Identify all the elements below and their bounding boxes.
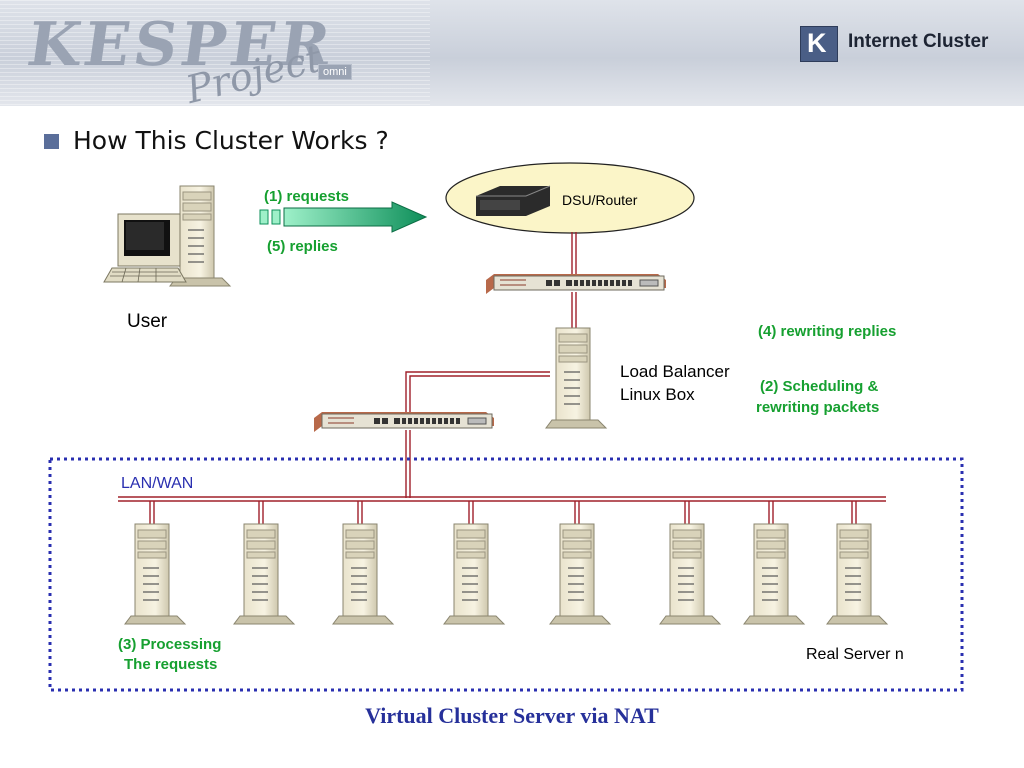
step-scheduling-line2: rewriting packets (756, 399, 880, 416)
bullet-square-icon (44, 134, 59, 149)
step-replies-label: (5) replies (267, 238, 338, 255)
real-server-icon (549, 523, 611, 625)
cluster-boundary (48, 457, 964, 692)
section-title: How This Cluster Works ? (73, 126, 389, 155)
step-processing-line1: (3) Processing (118, 636, 222, 653)
load-balancer-server-icon (545, 327, 607, 429)
real-server-icon (233, 523, 295, 625)
k-logo-icon: K (800, 26, 838, 62)
request-arrow-icon (259, 201, 428, 233)
step-scheduling-line1: (2) Scheduling & (760, 378, 879, 395)
brand-title: Internet Cluster (848, 31, 989, 52)
header-banner: KESPER Project omni K Internet Cluster (0, 0, 1024, 106)
upper-switch-icon (485, 273, 667, 295)
real-server-icon (332, 523, 394, 625)
network-cables (118, 232, 886, 502)
server-drops (149, 501, 857, 524)
real-server-icon (124, 523, 186, 625)
load-balancer-label-line1: Load Balancer (620, 362, 730, 381)
router-icon (476, 185, 551, 216)
header-texture (0, 0, 430, 106)
step-requests-label: (1) requests (264, 188, 350, 205)
user-computer-icon (103, 185, 231, 287)
user-label: User (127, 311, 168, 332)
lower-switch-icon (313, 411, 495, 433)
router-label: DSU/Router (562, 192, 638, 208)
lan-wan-label: LAN/WAN (121, 475, 194, 492)
load-balancer-label-line2: Linux Box (620, 385, 695, 404)
step-processing-line2: The requests (124, 656, 218, 673)
real-server-label: Real Server n (806, 646, 904, 663)
real-server-icon (659, 523, 721, 625)
real-server-icon (443, 523, 505, 625)
real-server-icon (743, 523, 805, 625)
step-rewriting-replies-label: (4) rewriting replies (758, 323, 897, 340)
omni-badge: omni (318, 64, 352, 80)
real-server-icon (826, 523, 888, 625)
diagram-caption: Virtual Cluster Server via NAT (365, 703, 659, 728)
